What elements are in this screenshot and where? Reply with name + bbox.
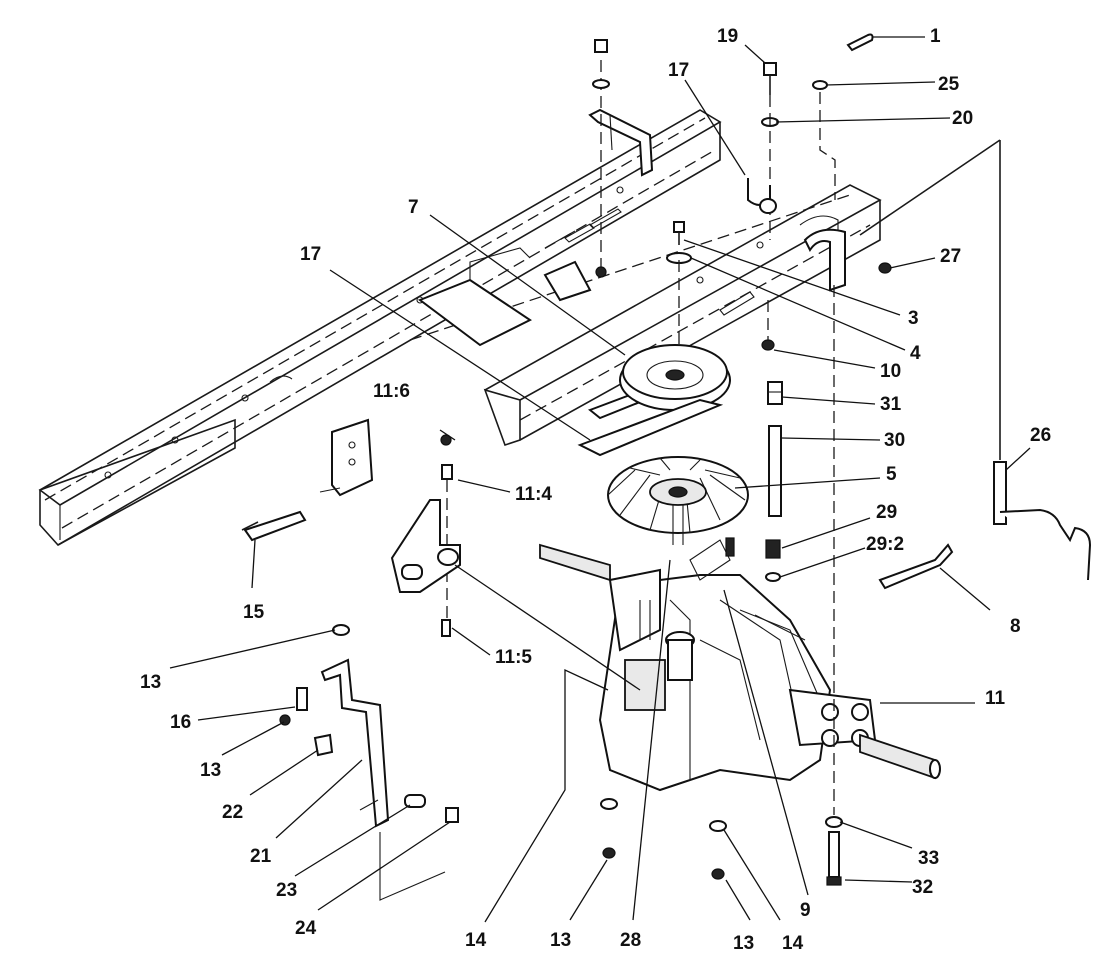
callout-1: 1	[930, 26, 941, 47]
callout-5: 5	[886, 464, 897, 485]
bypass-rod	[859, 139, 1092, 590]
callout-32: 32	[912, 877, 933, 898]
callout-11-4: 11:4	[515, 484, 552, 505]
cooling-fan	[607, 456, 749, 545]
callout-13: 13	[550, 930, 571, 951]
callout-3: 3	[908, 308, 919, 329]
callout-27: 27	[940, 246, 961, 267]
callout-19: 19	[717, 26, 738, 47]
callout-15: 15	[243, 602, 265, 623]
callout-20: 20	[952, 108, 973, 129]
control-bracket	[279, 624, 459, 901]
leader-lines	[169, 36, 1031, 923]
callout-26: 26	[1030, 425, 1051, 446]
callout-4: 4	[910, 343, 921, 364]
pulley-and-belt	[577, 344, 731, 457]
callout-25: 25	[938, 74, 960, 95]
callout-11: 11	[985, 688, 1006, 709]
callout-17: 17	[300, 244, 321, 265]
callout-31: 31	[880, 394, 902, 415]
callout-11-6: 11:6	[373, 381, 410, 402]
callout-30: 30	[884, 430, 905, 451]
transaxle-assembly	[539, 285, 941, 886]
callout-28: 28	[620, 930, 641, 951]
top-hardware	[666, 33, 892, 351]
callout-9: 9	[800, 900, 811, 921]
callout-16: 16	[170, 712, 191, 733]
callout-23: 23	[276, 880, 297, 901]
callout-33: 33	[918, 848, 939, 869]
callout-13: 13	[733, 933, 754, 953]
frame-rails	[38, 109, 882, 547]
callout-29-2: 29:2	[866, 534, 904, 555]
left-brackets	[241, 418, 461, 637]
callout-10: 10	[880, 361, 901, 382]
idler-arm-bracket	[588, 39, 654, 278]
callout-22: 22	[222, 802, 243, 823]
callout-11-5: 11:5	[495, 647, 532, 668]
callout-24: 24	[295, 918, 317, 939]
callout-13: 13	[140, 672, 161, 693]
callout-17: 17	[668, 60, 689, 81]
callout-14: 14	[782, 933, 804, 953]
callout-labels: 1 25 20 19 17 17 7 27 3 4 10 31 30 26 5 …	[140, 26, 1051, 954]
callout-21: 21	[250, 846, 272, 867]
callout-29: 29	[876, 502, 897, 523]
bypass-rod-parts	[765, 381, 783, 582]
callout-14: 14	[465, 930, 487, 951]
callout-7: 7	[408, 197, 419, 218]
callout-8: 8	[1010, 616, 1021, 637]
callout-13: 13	[200, 760, 221, 781]
